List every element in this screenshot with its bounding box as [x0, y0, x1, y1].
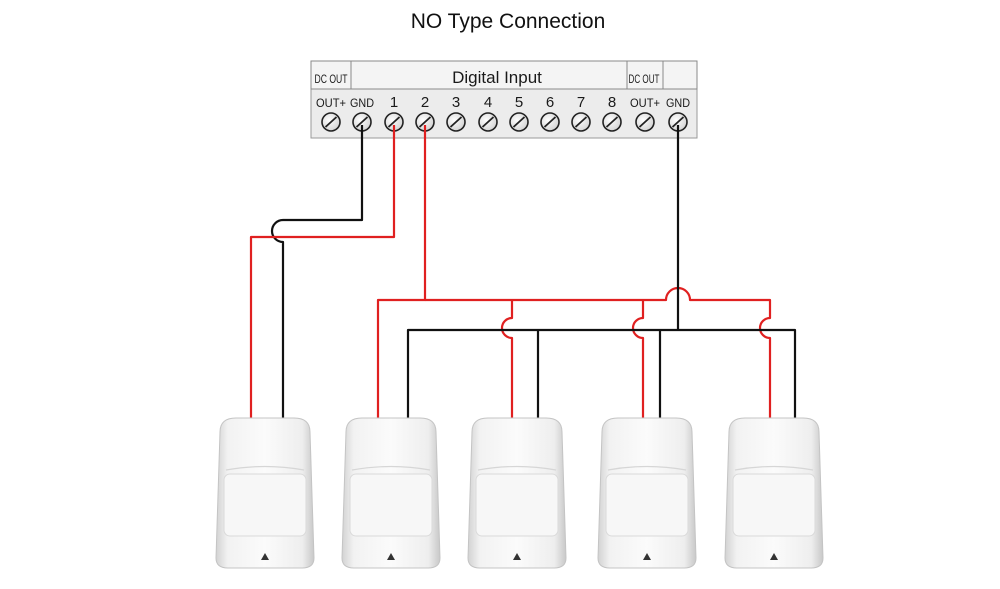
- left-dc-out-label: DC OUT: [315, 74, 348, 86]
- terminal-screw-7: [540, 112, 560, 132]
- led-indicator: [770, 553, 778, 560]
- terminal-label-7: 6: [546, 94, 554, 111]
- pir-lens-window: [475, 473, 559, 537]
- pir-detector-5: [724, 417, 824, 569]
- terminal-screw-4: [446, 112, 466, 132]
- wire-black-bus: [406, 328, 797, 418]
- pir-lens-window: [732, 473, 816, 537]
- wire-input1-detector-1: [249, 125, 396, 418]
- terminal-label-5: 4: [484, 94, 492, 111]
- wire-red-drop-detector-3: [631, 300, 645, 418]
- terminal-screw-5: [478, 112, 498, 132]
- terminal-screw-9: [602, 112, 622, 132]
- pir-detector-2: [341, 417, 441, 569]
- terminal-screw-1: [352, 112, 372, 132]
- wire-gnd-detector-1: [270, 125, 364, 418]
- digital-input-label: Digital Input: [452, 68, 542, 87]
- terminal-label-1: GND: [350, 96, 374, 110]
- right-gnd-header-cell: [662, 60, 698, 90]
- pir-detector-1: [215, 417, 315, 569]
- diagram-title: NO Type Connection: [410, 10, 606, 33]
- led-indicator: [261, 553, 269, 560]
- terminal-block: DC OUT Digital Input DC OUT OUT+ GND 1 2 3 4 5…: [310, 60, 698, 139]
- terminal-screw-8: [571, 112, 591, 132]
- terminal-screw-10: [635, 112, 655, 132]
- terminal-label-2: 1: [390, 94, 398, 111]
- left-dc-out-cell: [310, 60, 352, 90]
- detectors: [215, 417, 824, 569]
- terminal-label-8: 7: [577, 94, 585, 111]
- wire-input2-bus: [376, 125, 427, 418]
- terminal-label-0: OUT+: [316, 96, 346, 110]
- pir-lens-window: [223, 473, 307, 537]
- terminal-label-11: GND: [666, 96, 690, 110]
- terminal-label-9: 8: [608, 94, 616, 111]
- right-dc-out-label: DC OUT: [629, 74, 660, 86]
- led-indicator: [643, 553, 651, 560]
- terminal-label-10: OUT+: [630, 96, 660, 110]
- wire-red-bus-main: [425, 286, 772, 418]
- wire-red-drop-detector-2: [500, 300, 514, 418]
- pir-detector-4: [597, 417, 697, 569]
- pir-lens-window: [605, 473, 689, 537]
- terminal-screw-0: [321, 112, 341, 132]
- wires: [249, 125, 797, 418]
- terminal-label-3: 2: [421, 94, 429, 111]
- terminal-label-4: 3: [452, 94, 460, 111]
- terminal-screw-6: [509, 112, 529, 132]
- terminal-screws: [321, 112, 688, 132]
- led-indicator: [387, 553, 395, 560]
- pir-detector-3: [467, 417, 567, 569]
- pir-lens-window: [349, 473, 433, 537]
- terminal-labels: OUT+ GND 1 2 3 4 5 6 7 8 OUT+ GND: [316, 94, 690, 111]
- terminal-label-6: 5: [515, 94, 523, 111]
- led-indicator: [513, 553, 521, 560]
